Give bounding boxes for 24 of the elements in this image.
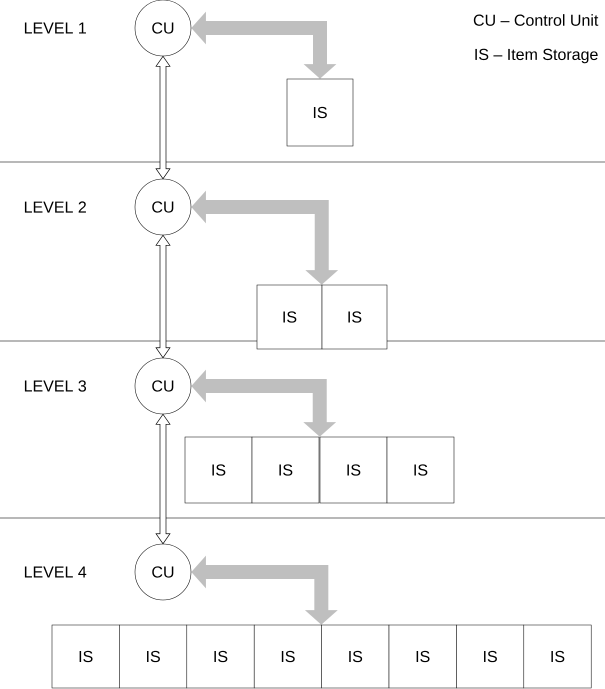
level-label: LEVEL 1 [24,22,86,34]
storage-box: IS [186,624,254,688]
storage-box: IS [320,436,388,504]
storage-box: IS [388,624,457,688]
double-arrow [155,414,171,544]
storage-box: IS [386,436,454,504]
level-label: LEVEL 4 [24,566,86,578]
key-text: CU – Control Unit [474,14,598,26]
storage-box: IS [52,624,120,688]
storage-box: IS [456,624,524,688]
level-label: LEVEL 3 [24,380,86,392]
double-arrow [155,56,171,180]
storage-box: IS [254,624,322,688]
storage-box: IS [119,624,188,688]
storage-box: IS [184,436,252,504]
storage-box: IS [286,78,354,146]
storage-box: IS [321,624,390,688]
level-label: LEVEL 2 [24,201,86,213]
key-text: IS – Item Storage [475,48,598,64]
storage-box: IS [256,284,322,350]
double-arrow [155,234,171,358]
storage-box: IS [252,436,320,504]
storage-box: IS [322,284,388,350]
storage-box: IS [524,624,592,688]
